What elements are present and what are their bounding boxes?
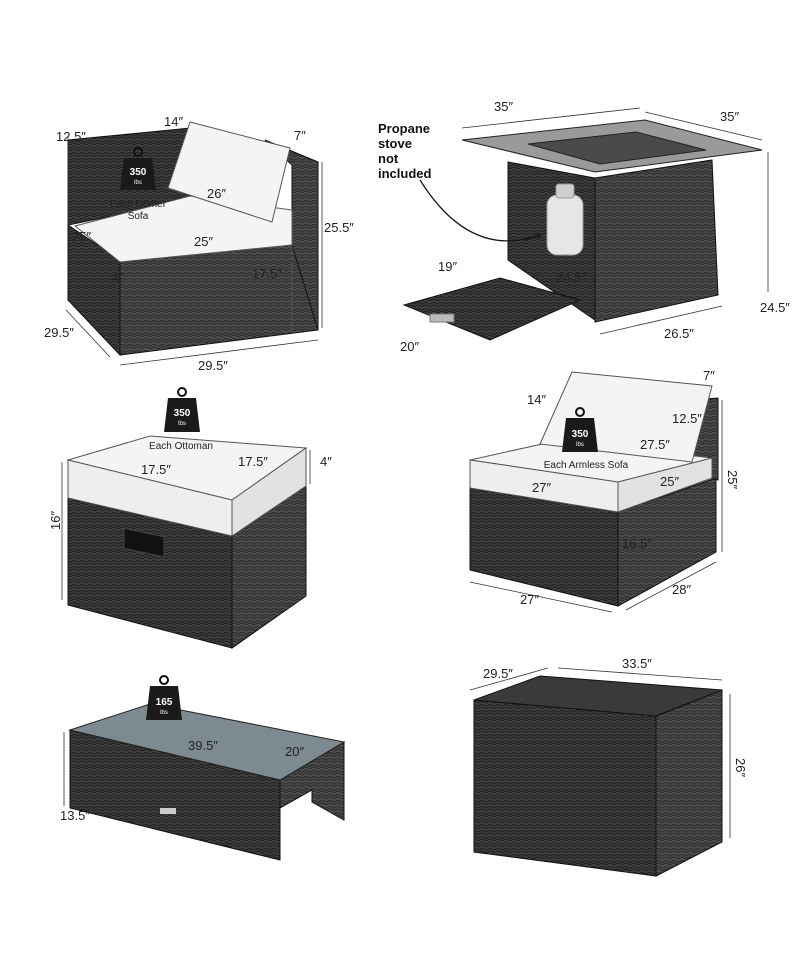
ottoman-dim-depth: 17.5″ <box>238 454 268 469</box>
ottoman: 350 lbs Each Ottoman 17.5″ 17.5″ 4″ 16″ <box>48 387 332 649</box>
fire-table-dim-door-w: 20″ <box>400 339 419 354</box>
corner-sofa-back-cushion <box>167 121 291 223</box>
armless-sofa-weight-icon: 350 lbs <box>562 407 598 452</box>
fire-table-dim-base-w: 26.5″ <box>664 326 694 341</box>
coffee-table-badge <box>160 808 176 814</box>
ottoman-weight-icon: 350 lbs <box>164 387 200 432</box>
fire-table-dim-top-w: 35″ <box>494 99 513 114</box>
ottoman-weight-value: 350 <box>174 408 191 419</box>
corner-sofa-caption-line2: Sofa <box>128 211 149 222</box>
armless-sofa: 350 lbs Each Armless Sofa 14″ 7″ 12.5″ 2… <box>469 368 740 613</box>
fire-table-note-line1: Propane <box>378 121 430 136</box>
armless-sofa-dim-width: 27″ <box>520 592 539 607</box>
ottoman-dim-cushion-t: 4″ <box>320 454 332 469</box>
corner-sofa-caption-line1: Each Corner <box>110 199 167 210</box>
fire-table-dim-tank-h: 24.5″ <box>556 270 586 285</box>
corner-sofa-weight-value: 350 <box>130 167 147 178</box>
ottoman-cushion-side <box>231 447 307 537</box>
storage-box-dim-height: 26″ <box>733 758 748 777</box>
ottoman-handle-icon <box>123 527 165 558</box>
fire-table: Propane stove not included 35″ 35″ 24.5″… <box>378 99 790 354</box>
armless-sofa-seat-side <box>617 457 713 513</box>
coffee-table-weight-unit: lbs <box>160 710 168 716</box>
corner-sofa-dim-back-cushion-w: 14″ <box>164 114 183 129</box>
corner-sofa-dim-cushion-len: 26″ <box>207 186 226 201</box>
armless-sofa-dim-seat-w: 27″ <box>532 480 551 495</box>
fire-table-dim-height: 24.5″ <box>760 300 790 315</box>
armless-sofa-dim-cushion-len: 27.5″ <box>640 437 670 452</box>
corner-sofa-dim-seat-h: 17.5″ <box>252 266 282 281</box>
ottoman-caption: Each Ottoman <box>149 441 213 452</box>
fire-table-dim-top-d: 35″ <box>720 109 739 124</box>
coffee-table-weight-value: 165 <box>156 697 173 708</box>
storage-box-dim-width: 33.5″ <box>622 656 652 671</box>
fire-table-note-line2: stove <box>378 136 412 151</box>
fire-table-body-right <box>594 159 719 323</box>
coffee-table-weight-icon: 165 lbs <box>146 675 182 720</box>
propane-tank <box>546 194 584 256</box>
armless-sofa-dim-seat-d: 25″ <box>660 474 679 489</box>
corner-sofa: 350 lbs Each Corner Sofa 12.5″ 14″ 7″ 26… <box>44 114 354 373</box>
corner-sofa-dim-seat-d: 25″ <box>72 229 91 244</box>
armless-sofa-dim-back-depth: 12.5″ <box>672 411 702 426</box>
corner-sofa-base-front <box>119 244 319 356</box>
fire-table-note-line3: not <box>378 151 399 166</box>
armless-sofa-dim-depth: 28″ <box>672 582 691 597</box>
coffee-table-glass-top <box>68 703 346 781</box>
armless-sofa-weight-value: 350 <box>572 429 589 440</box>
armless-sofa-base-side <box>617 477 717 607</box>
corner-sofa-dim-seat-w: 25″ <box>194 234 213 249</box>
fire-table-burner <box>527 131 707 165</box>
corner-sofa-dim-height: 25.5″ <box>324 220 354 235</box>
storage-box: 29.5″ 33.5″ 26″ <box>469 656 748 877</box>
fire-table-note-line4: included <box>378 166 432 181</box>
corner-sofa-dim-back-cushion-t: 7″ <box>294 128 306 143</box>
corner-sofa-dim-depth: 29.5″ <box>44 325 74 340</box>
armless-sofa-weight-unit: lbs <box>576 442 584 448</box>
corner-sofa-weight-unit: lbs <box>134 180 142 186</box>
door-handle-icon <box>429 313 455 323</box>
corner-sofa-weight-icon: 350 lbs <box>120 147 156 190</box>
coffee-table: 165 lbs 39.5″ 20″ 13.5″ <box>60 675 346 861</box>
storage-box-dim-depth: 29.5″ <box>483 666 513 681</box>
armless-sofa-dim-back-cushion-w: 14″ <box>527 392 546 407</box>
corner-sofa-dim-seat-t: 4″ <box>112 270 124 285</box>
armless-sofa-dim-height: 25″ <box>725 470 740 489</box>
coffee-table-dim-width: 20″ <box>285 744 304 759</box>
fire-table-door <box>402 277 582 341</box>
storage-box-side <box>655 689 723 877</box>
corner-sofa-dim-back-depth: 12.5″ <box>56 129 86 144</box>
ottoman-dim-height: 16″ <box>48 511 63 530</box>
coffee-table-dim-length: 39.5″ <box>188 738 218 753</box>
corner-sofa-dim-width: 29.5″ <box>198 358 228 373</box>
coffee-table-dim-height: 13.5″ <box>60 808 90 823</box>
fire-table-dim-door-h: 19″ <box>438 259 457 274</box>
storage-box-lid <box>473 675 723 717</box>
armless-sofa-caption: Each Armless Sofa <box>544 460 629 471</box>
ottoman-weight-unit: lbs <box>178 421 186 427</box>
ottoman-dim-width: 17.5″ <box>141 462 171 477</box>
storage-box-front <box>473 699 657 877</box>
armless-sofa-dim-back-cushion-t: 7″ <box>703 368 715 383</box>
armless-sofa-dim-seat-h: 16.5″ <box>622 536 652 551</box>
